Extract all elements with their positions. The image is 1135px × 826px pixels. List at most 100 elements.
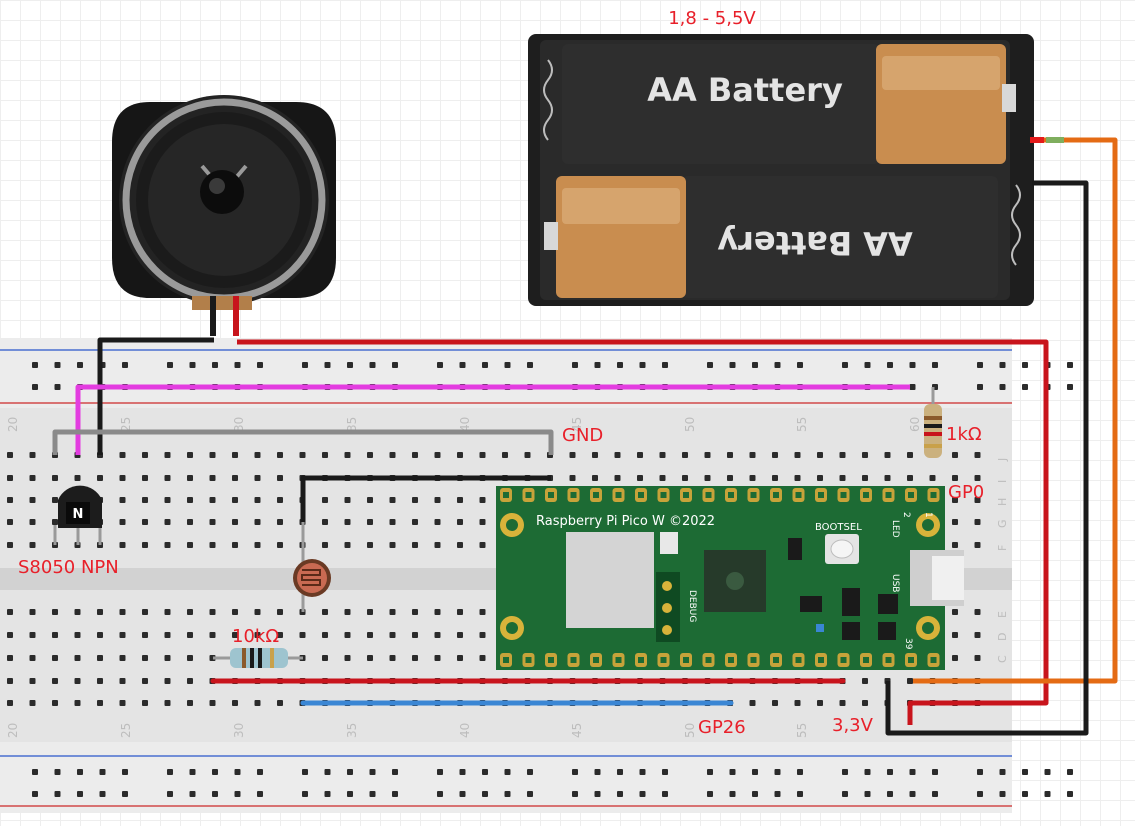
breadboard-hole [999, 791, 1006, 797]
pico-pin-hole [930, 657, 937, 663]
breadboard-hole [7, 452, 13, 458]
breadboard-hole [344, 452, 351, 458]
breadboard-hole [212, 769, 218, 775]
breadboard-hole [209, 519, 216, 525]
row-letter: D [996, 633, 1009, 641]
breadboard-hole [29, 700, 36, 706]
breadboard-hole [842, 362, 848, 368]
breadboard-hole [437, 791, 443, 797]
breadboard-hole [324, 362, 331, 368]
breadboard-hole [412, 519, 418, 525]
breadboard-hole [97, 609, 103, 615]
breadboard-hole [884, 452, 891, 458]
breadboard-hole [504, 769, 511, 775]
breadboard-hole [167, 769, 173, 775]
breadboard-hole [74, 700, 81, 706]
breadboard-hole [99, 769, 106, 775]
breadboard-hole [727, 452, 733, 458]
breadboard-hole [817, 700, 823, 706]
breadboard-hole [952, 609, 958, 615]
breadboard-hole [617, 769, 623, 775]
breadboard-hole [907, 678, 913, 684]
col-num-bottom: 45 [570, 723, 584, 738]
label-10k: 10kΩ [232, 626, 279, 647]
col-num-bottom: 30 [232, 723, 246, 738]
label-gp0: GP0 [948, 482, 984, 503]
breadboard-hole [367, 655, 373, 661]
breadboard-hole [659, 452, 666, 458]
pico-pin-hole [683, 657, 689, 663]
breadboard-hole [659, 475, 666, 481]
breadboard-hole [842, 791, 848, 797]
pico-pin-hole [638, 492, 644, 498]
breadboard-hole [7, 609, 13, 615]
breadboard-hole [839, 475, 846, 481]
breadboard-hole [974, 632, 981, 638]
breadboard-hole [729, 791, 736, 797]
breadboard-hole [817, 452, 823, 458]
pico-pin-hole [750, 657, 757, 663]
breadboard-hole [257, 362, 263, 368]
breadboard-hole [727, 475, 733, 481]
pico-pin-hole [548, 657, 554, 663]
breadboard-hole [257, 769, 263, 775]
breadboard-hole [32, 769, 38, 775]
breadboard-hole [142, 497, 148, 503]
breadboard-hole [232, 542, 238, 548]
pico-pin-hole [638, 657, 644, 663]
breadboard-hole [1067, 362, 1073, 368]
pico-pin39-label: 39 [903, 638, 913, 650]
breadboard-hole [187, 655, 193, 661]
pico-pin-hole [908, 492, 914, 498]
wire-black-battery [885, 180, 1089, 736]
breadboard-hole [974, 609, 981, 615]
breadboard-hole [302, 791, 308, 797]
row-letters: J I H G F E D C [996, 458, 1009, 663]
battery-voltage-label: 1,8 - 5,5V [668, 8, 756, 29]
breadboard-hole [54, 362, 61, 368]
breadboard-hole [389, 609, 396, 615]
col-num-top: 30 [232, 417, 246, 432]
breadboard-hole [344, 655, 351, 661]
breadboard-hole [29, 632, 36, 638]
breadboard-hole [639, 362, 646, 368]
breadboard-hole [389, 497, 396, 503]
pico-pin-hole [795, 492, 802, 498]
breadboard-hole [254, 475, 261, 481]
breadboard-hole [434, 497, 441, 503]
col-num-top: 50 [683, 417, 697, 432]
breadboard-hole [772, 475, 778, 481]
breadboard-hole [1044, 791, 1051, 797]
pico-pin-hole [660, 657, 667, 663]
breadboard-hole [322, 655, 328, 661]
breadboard-hole [209, 452, 216, 458]
breadboard-hole [324, 769, 331, 775]
breadboard-hole [569, 452, 576, 458]
col-num-top: 40 [458, 417, 472, 432]
breadboard-hole [774, 791, 781, 797]
breadboard-hole [457, 452, 463, 458]
col-num-top: 45 [570, 417, 584, 432]
breadboard-hole [209, 497, 216, 503]
breadboard-hole [929, 475, 936, 481]
breadboard-hole [862, 678, 868, 684]
breadboard-hole [817, 475, 823, 481]
row-letter: E [996, 611, 1009, 618]
breadboard-hole [164, 452, 171, 458]
breadboard-hole [392, 362, 398, 368]
breadboard-hole [999, 384, 1006, 390]
breadboard-hole [457, 609, 463, 615]
breadboard-hole [277, 497, 283, 503]
resistor-1k [924, 387, 942, 458]
breadboard-hole [254, 632, 261, 638]
breadboard-hole [952, 519, 958, 525]
pico-pin-hole [570, 492, 577, 498]
breadboard-hole [29, 475, 36, 481]
breadboard-hole [862, 452, 868, 458]
breadboard-hole [187, 497, 193, 503]
breadboard-hole [1022, 791, 1028, 797]
breadboard-hole [977, 384, 983, 390]
breadboard-hole [234, 769, 241, 775]
breadboard-hole [167, 791, 173, 797]
breadboard-hole [119, 678, 126, 684]
